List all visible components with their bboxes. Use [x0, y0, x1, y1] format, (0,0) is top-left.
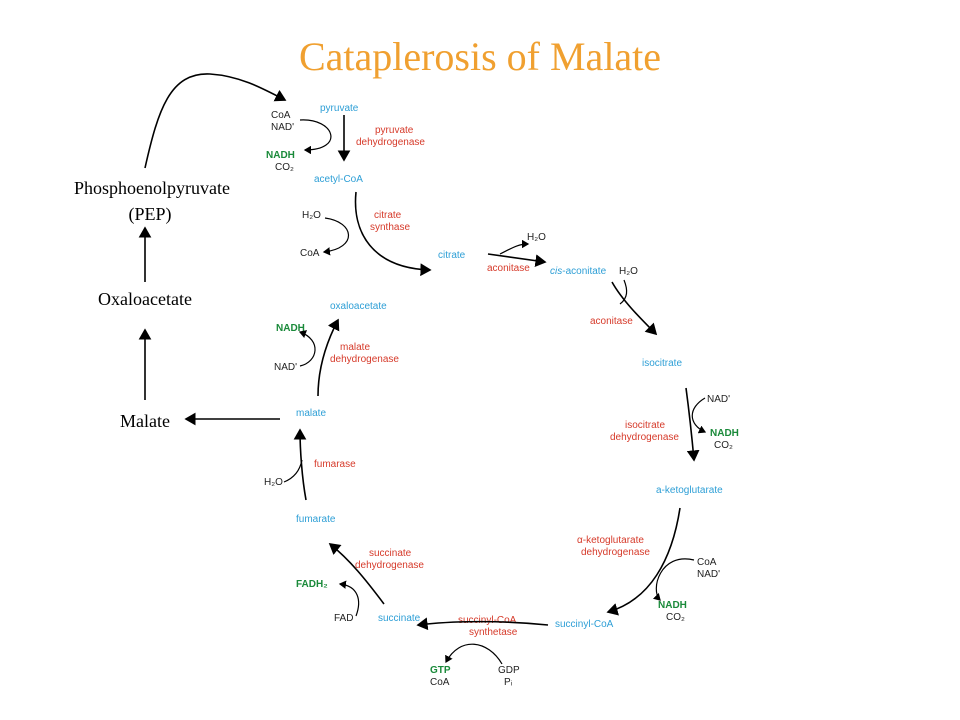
pdh-co2-label: CO₂ — [275, 162, 294, 173]
scs-enzyme-line2: synthetase — [469, 627, 518, 638]
sdh-enzyme-line2: dehydrogenase — [355, 560, 424, 571]
akgdh-enzyme-line2: dehydrogenase — [581, 547, 650, 558]
isocitrate-label: isocitrate — [642, 358, 682, 369]
aco2-enzyme-label: aconitase — [590, 316, 633, 327]
pyruvate-label: pyruvate — [320, 103, 359, 114]
malate-cycle-label: malate — [296, 408, 326, 419]
succinate-to-fumarate-arrow — [328, 543, 385, 605]
mdh-nad-label: NAD' — [274, 362, 297, 373]
cisaconitate-label: cis-aconitate — [550, 266, 607, 277]
pdh-nadh-label: NADH — [266, 150, 295, 161]
scs-pi-label: Pᵢ — [504, 677, 513, 688]
scs-gdp-label: GDP — [498, 665, 520, 676]
scs-coa-label: CoA — [430, 677, 450, 688]
acetylcoa-label: acetyl-CoA — [314, 174, 363, 185]
pdh-coa-label: CoA — [271, 110, 291, 121]
pdh-cofactor-arrow — [299, 119, 332, 155]
idh-co2-label: CO₂ — [714, 440, 733, 451]
pep-label-line2: (PEP) — [128, 204, 171, 225]
akgdh-coa-label: CoA — [697, 557, 717, 568]
aco2-h2o-label: H₂O — [619, 266, 638, 277]
sdh-enzyme-line1: succinate — [369, 548, 412, 559]
akg-to-succinylcoa-arrow — [606, 507, 681, 616]
succinylcoa-to-succinate-arrow — [416, 617, 549, 631]
pep-to-pyruvate-arrow — [144, 73, 287, 169]
akgdh-cofactor-arrow — [652, 558, 695, 601]
cisaconitate-to-isocitrate-arrow — [611, 281, 658, 336]
idh-enzyme-line1: isocitrate — [625, 420, 665, 431]
page-title: Cataplerosis of Malate — [299, 34, 661, 79]
oxaloacetate-side-label: Oxaloacetate — [98, 289, 192, 309]
sdh-fad-label: FAD — [334, 613, 353, 624]
akgdh-nadh-label: NADH — [658, 600, 687, 611]
cs-coa-label: CoA — [300, 248, 320, 259]
idh-cofactor-arrow — [691, 397, 707, 434]
mdh-enzyme-line2: dehydrogenase — [330, 354, 399, 365]
idh-nadh-label: NADH — [710, 428, 739, 439]
scs-gtp-label: GTP — [430, 665, 451, 676]
akgdh-co2-label: CO₂ — [666, 612, 685, 623]
isocitrate-to-akg-arrow — [685, 387, 700, 462]
pdh-enzyme-line2: dehydrogenase — [356, 137, 425, 148]
aco1-h2o-label: H₂O — [527, 232, 546, 243]
acetylcoa-to-citrate-arrow — [354, 191, 432, 277]
aco1-enzyme-label: aconitase — [487, 263, 530, 274]
sdh-fadh2-label: FADH₂ — [296, 579, 328, 590]
scs-enzyme-line1: succinyl-CoA — [458, 615, 517, 626]
citrate-label: citrate — [438, 250, 466, 261]
idh-enzyme-line2: dehydrogenase — [610, 432, 679, 443]
fumarase-enzyme-label: fumarase — [314, 459, 356, 470]
idh-nad-label: NAD' — [707, 394, 730, 405]
cs-cofactor-arrow — [322, 217, 350, 256]
mdh-cofactor-arrow — [298, 330, 316, 367]
mdh-nadh-label: NADH — [276, 323, 305, 334]
scs-cofactor-arrow — [445, 643, 503, 665]
akg-label: a-ketoglutarate — [656, 485, 723, 496]
pdh-enzyme-line1: pyruvate — [375, 125, 414, 136]
mdh-enzyme-line1: malate — [340, 342, 370, 353]
pdh-nad-label: NAD' — [271, 122, 294, 133]
akgdh-nad-label: NAD' — [697, 569, 720, 580]
akgdh-enzyme-line1: α-ketoglutarate — [577, 535, 644, 546]
fumarase-h2o-label: H₂O — [264, 477, 283, 488]
succinylcoa-label: succinyl-CoA — [555, 619, 614, 630]
cs-enzyme-line1: citrate — [374, 210, 402, 221]
malate-to-oxaloacetate-arrow — [317, 318, 340, 397]
cs-enzyme-line2: synthase — [370, 222, 410, 233]
fumarate-label: fumarate — [296, 514, 336, 525]
succinate-label: succinate — [378, 613, 421, 624]
sdh-cofactor-arrow — [338, 580, 360, 617]
oxaloacetate-cycle-label: oxaloacetate — [330, 301, 387, 312]
malate-side-label: Malate — [120, 411, 170, 431]
aco1-water-arrow — [499, 239, 530, 255]
citrate-to-cisaconitate-arrow — [487, 253, 547, 268]
pep-label-line1: Phosphoenolpyruvate — [74, 178, 230, 198]
aco2-water-arrow — [619, 279, 628, 305]
cs-h2o-label: H₂O — [302, 210, 321, 221]
fumarase-water-arrow — [283, 459, 303, 483]
